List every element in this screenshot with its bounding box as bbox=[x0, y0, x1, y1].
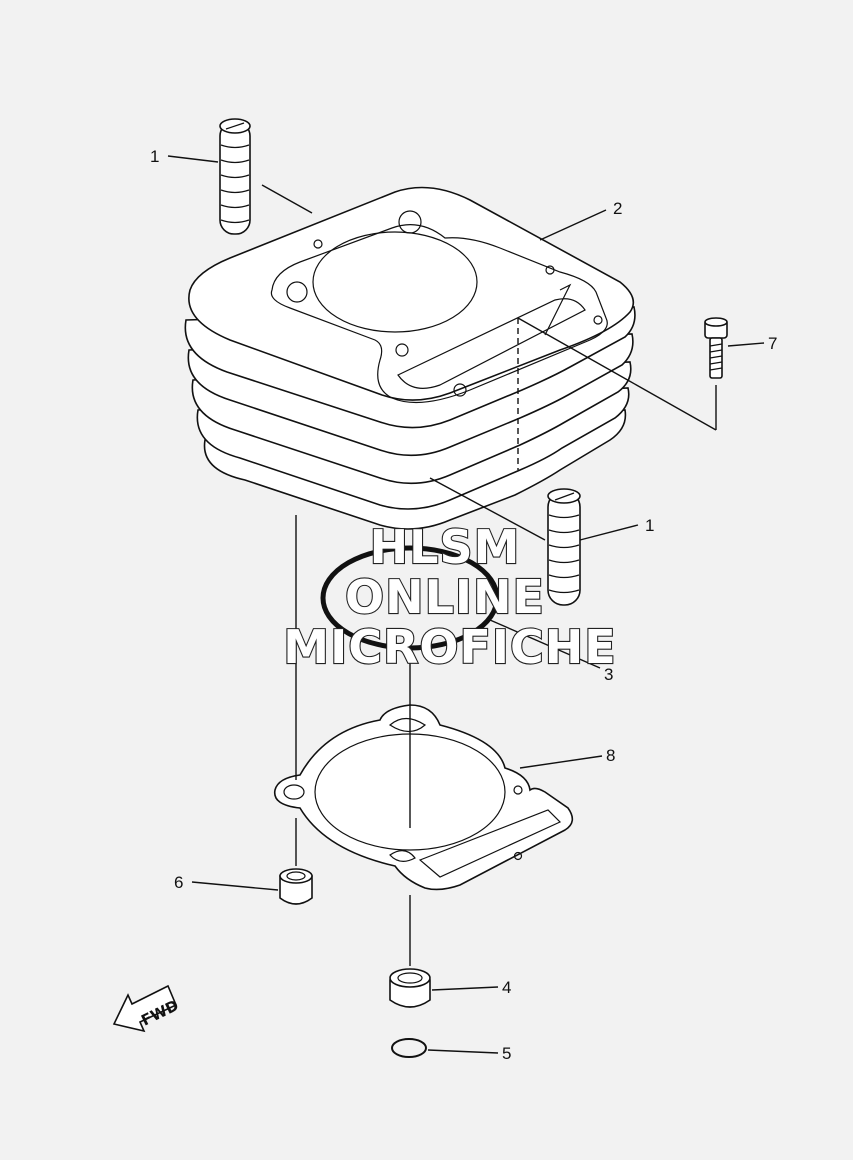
o-ring-large[interactable] bbox=[320, 545, 500, 651]
watermark: HLSM ONLINE MICROFICHE bbox=[282, 519, 617, 675]
callout-6: 6 bbox=[174, 873, 183, 892]
callout-7: 7 bbox=[768, 334, 777, 353]
callout-1-upper: 1 bbox=[150, 147, 159, 166]
assembly-lines bbox=[167, 155, 765, 1054]
watermark-line-3: MICROFICHE bbox=[283, 620, 616, 674]
watermark-line-1: HLSM bbox=[370, 520, 521, 574]
callout-2: 2 bbox=[613, 199, 622, 218]
dowel-pin-upper[interactable] bbox=[219, 118, 251, 235]
dowel-short[interactable] bbox=[279, 868, 313, 905]
base-gasket[interactable] bbox=[273, 704, 574, 891]
cylinder-block[interactable] bbox=[184, 186, 636, 530]
collar[interactable] bbox=[389, 968, 431, 1008]
callout-8: 8 bbox=[606, 746, 615, 765]
callout-1-lower: 1 bbox=[645, 516, 654, 535]
bolt[interactable] bbox=[704, 317, 728, 379]
forward-arrow-icon: FWD bbox=[112, 984, 182, 1033]
o-ring-small[interactable] bbox=[391, 1038, 427, 1058]
dowel-pin-lower[interactable] bbox=[547, 488, 581, 606]
callout-4: 4 bbox=[502, 978, 511, 997]
callout-5: 5 bbox=[502, 1044, 511, 1063]
callout-3: 3 bbox=[604, 665, 613, 684]
watermark-line-2: ONLINE bbox=[345, 570, 545, 624]
